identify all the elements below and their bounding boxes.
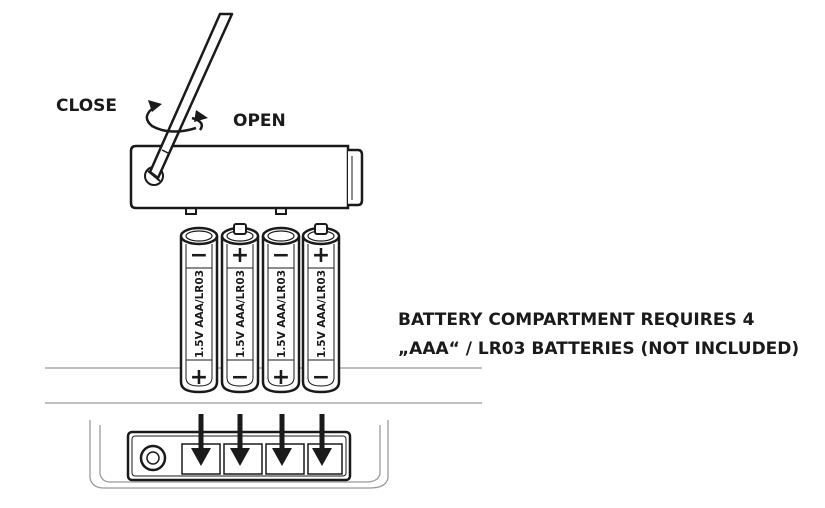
battery-top-sign: − xyxy=(190,243,208,268)
slot-screw-icon xyxy=(139,444,167,472)
battery-bottom-sign: + xyxy=(272,365,290,390)
battery-label: 1.5V AAA/LR03 xyxy=(276,270,288,358)
battery-bottom-sign: − xyxy=(231,365,249,390)
down-arrow-icon xyxy=(312,414,332,466)
aaa-battery: + − 1.5V AAA/LR03 xyxy=(220,223,260,394)
battery-top-sign: − xyxy=(272,243,290,268)
battery-bottom-sign: + xyxy=(190,365,208,390)
close-label: CLOSE xyxy=(56,96,118,116)
open-label: OPEN xyxy=(233,111,286,131)
battery-top-sign: + xyxy=(231,243,249,268)
screwdriver xyxy=(148,12,234,180)
aaa-battery: + − 1.5V AAA/LR03 xyxy=(301,223,341,394)
battery-bottom-sign: − xyxy=(312,365,330,390)
battery-label: 1.5V AAA/LR03 xyxy=(316,270,328,358)
insert-arrows xyxy=(191,414,332,466)
rotation-arrow-icon xyxy=(145,100,208,133)
battery-label: 1.5V AAA/LR03 xyxy=(235,270,247,358)
battery-label: 1.5V AAA/LR03 xyxy=(194,270,206,358)
aaa-battery: − +1.5V AAA/LR03 xyxy=(261,226,301,394)
batteries: −+1.5V AAA/LR03+−1.5V AAA/LR03−+1.5V AAA… xyxy=(179,223,341,394)
requirement-text: BATTERY COMPARTMENT REQUIRES 4 „AAA“ / L… xyxy=(398,306,799,364)
requirement-line-1: BATTERY COMPARTMENT REQUIRES 4 xyxy=(398,310,755,330)
requirement-line-2: „AAA“ / LR03 BATTERIES (NOT INCLUDED) xyxy=(398,339,800,359)
battery-top-sign: + xyxy=(312,243,330,268)
aaa-battery: − +1.5V AAA/LR03 xyxy=(179,226,219,394)
down-arrow-icon xyxy=(230,414,250,466)
down-arrow-icon xyxy=(272,414,292,466)
down-arrow-icon xyxy=(191,414,211,466)
